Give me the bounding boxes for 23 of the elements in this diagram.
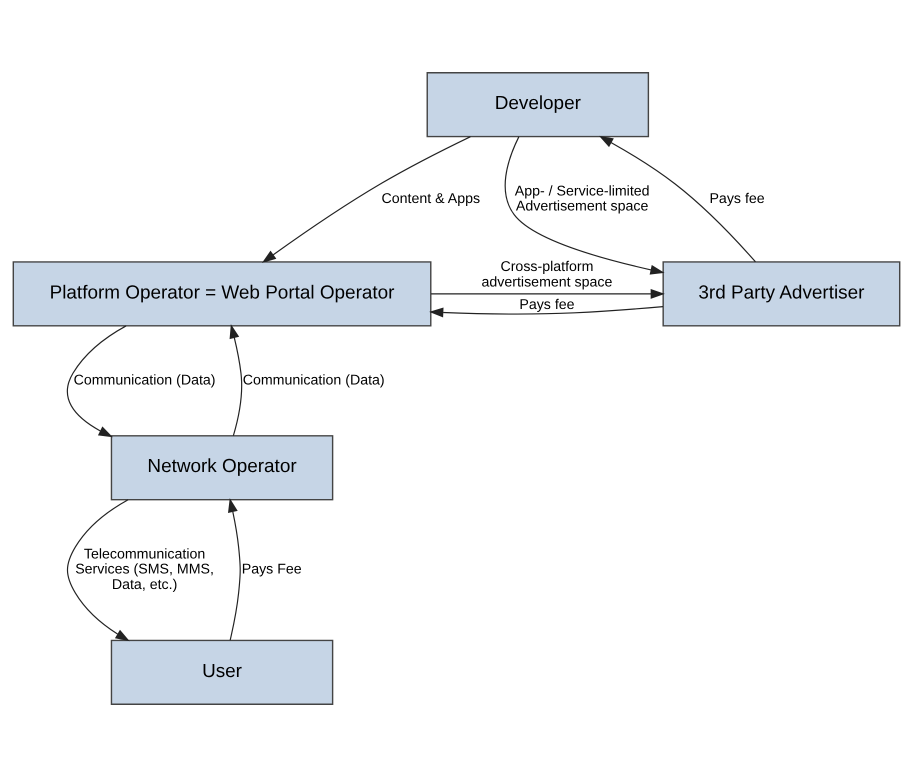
- edge-label: Telecommunication Services (SMS, MMS, Data, etc.): [75, 546, 214, 594]
- edge-label: Pays fee: [709, 190, 765, 207]
- arrow: [431, 288, 665, 299]
- arrow: [230, 324, 242, 436]
- arrow: [228, 498, 241, 640]
- node-box: Platform Operator = Web Portal Operator: [12, 261, 432, 327]
- arrow: [598, 136, 756, 262]
- edge-label: Communication (Data): [242, 372, 385, 388]
- arrow: [504, 136, 665, 275]
- node-box: Developer: [426, 72, 650, 138]
- edge-label: Pays Fee: [242, 562, 302, 578]
- node-box: Network Operator: [110, 435, 334, 500]
- edge-label: Communication (Data): [74, 372, 216, 388]
- arrow: [66, 325, 127, 438]
- node-box: User: [110, 640, 334, 705]
- edge-label: Content & Apps: [381, 190, 480, 207]
- node-box: 3rd Party Advertiser: [662, 261, 900, 327]
- edge-label: Cross-platform advertisement space: [482, 258, 612, 290]
- arrow: [429, 306, 664, 318]
- edge-label: Pays fee: [519, 296, 575, 313]
- arrow: [262, 136, 471, 263]
- arrow: [66, 499, 130, 642]
- edge-label: App- / Service-limited Advertisement space: [514, 183, 650, 215]
